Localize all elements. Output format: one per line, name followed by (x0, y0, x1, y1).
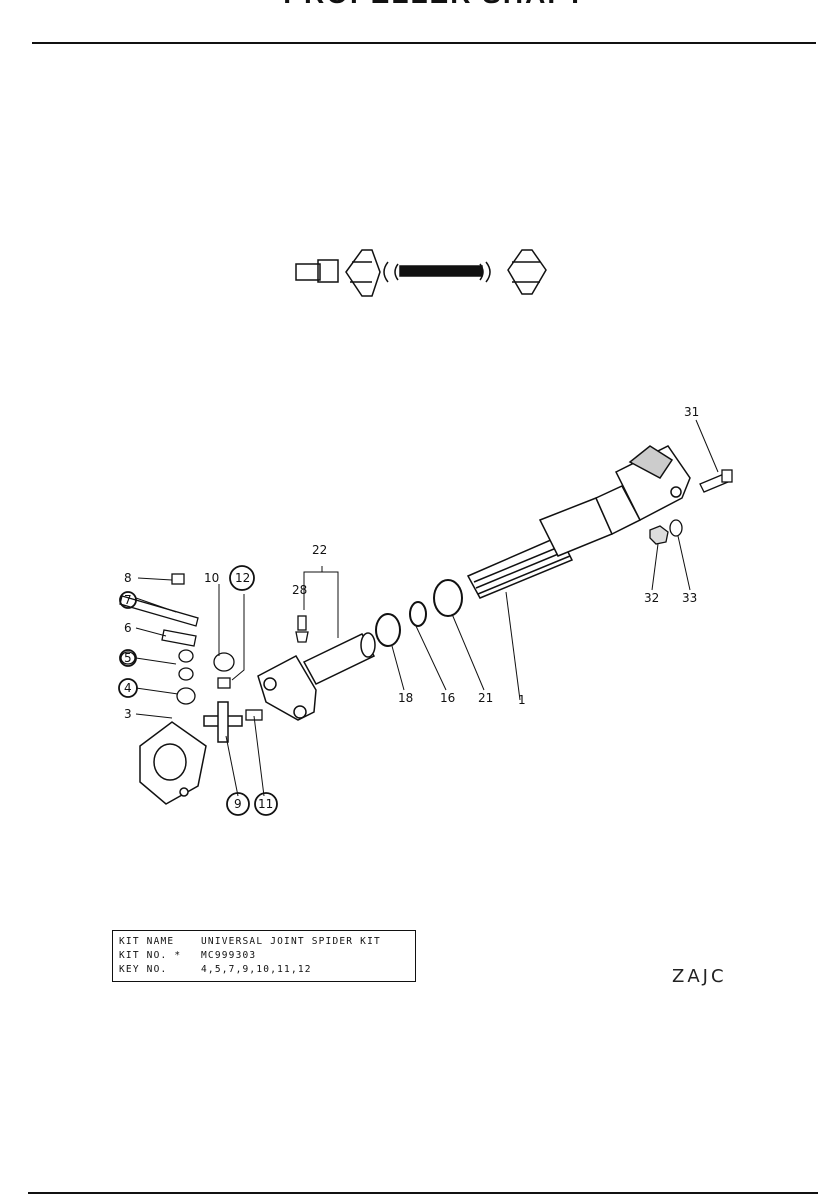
bottom-rule (28, 1192, 818, 1194)
bolt-31 (699, 469, 733, 493)
callout-18: 18 (398, 691, 413, 705)
kit-name-value: UNIVERSAL JOINT SPIDER KIT (201, 936, 381, 947)
callout-28: 28 (292, 583, 307, 597)
callout-32: 32 (644, 591, 659, 605)
callout-5: 5 (124, 651, 132, 665)
kit-name-row: KIT NAME UNIVERSAL JOINT SPIDER KIT (119, 935, 409, 949)
callout-31: 31 (684, 405, 699, 419)
callout-16: 16 (440, 691, 455, 705)
kit-name-label: KIT NAME (119, 936, 175, 947)
shaft-overview-icon (295, 249, 547, 297)
callout-12: 12 (235, 571, 250, 585)
callout-3: 3 (124, 707, 132, 721)
callout-7: 7 (124, 593, 132, 607)
kit-key-value: 4,5,7,9,10,11,12 (201, 964, 312, 975)
universal-joint-spider-9 (203, 701, 243, 743)
propeller-shaft (466, 445, 691, 599)
callout-1: 1 (518, 693, 526, 707)
callout-6: 6 (124, 621, 132, 635)
bearing-21 (433, 579, 463, 617)
kit-key-row: KEY NO. 4,5,7,9,10,11,12 (119, 963, 409, 977)
page-title: · · · PROPELLER SHAFT (220, 0, 700, 8)
diagram-code: ZAJC (672, 966, 727, 987)
callout-9: 9 (234, 797, 242, 811)
washer-33 (669, 519, 683, 537)
companion-flange-3 (139, 721, 207, 805)
callout-22: 22 (312, 543, 327, 557)
snap-ring-16 (409, 601, 427, 627)
kit-key-label: KEY NO. (119, 964, 168, 975)
callout-4: 4 (124, 681, 132, 695)
callout-33: 33 (682, 591, 697, 605)
kit-number-value: MC999303 (201, 950, 257, 961)
top-rule (32, 42, 816, 44)
callout-11: 11 (258, 797, 273, 811)
small-parts (119, 573, 263, 721)
seal-18 (375, 613, 401, 647)
callout-8: 8 (124, 571, 132, 585)
kit-number-label: KIT NO. * (119, 950, 182, 961)
leader-lines (135, 419, 719, 797)
sleeve-yoke-22 (257, 632, 376, 721)
grease-fitting-28 (295, 615, 309, 643)
kit-number-row: KIT NO. * MC999303 (119, 949, 409, 963)
callout-circles (118, 565, 278, 816)
callout-21: 21 (478, 691, 493, 705)
kit-info-table: KIT NAME UNIVERSAL JOINT SPIDER KIT KIT … (112, 930, 416, 982)
nut-32 (649, 525, 669, 545)
callout-10: 10 (204, 571, 219, 585)
